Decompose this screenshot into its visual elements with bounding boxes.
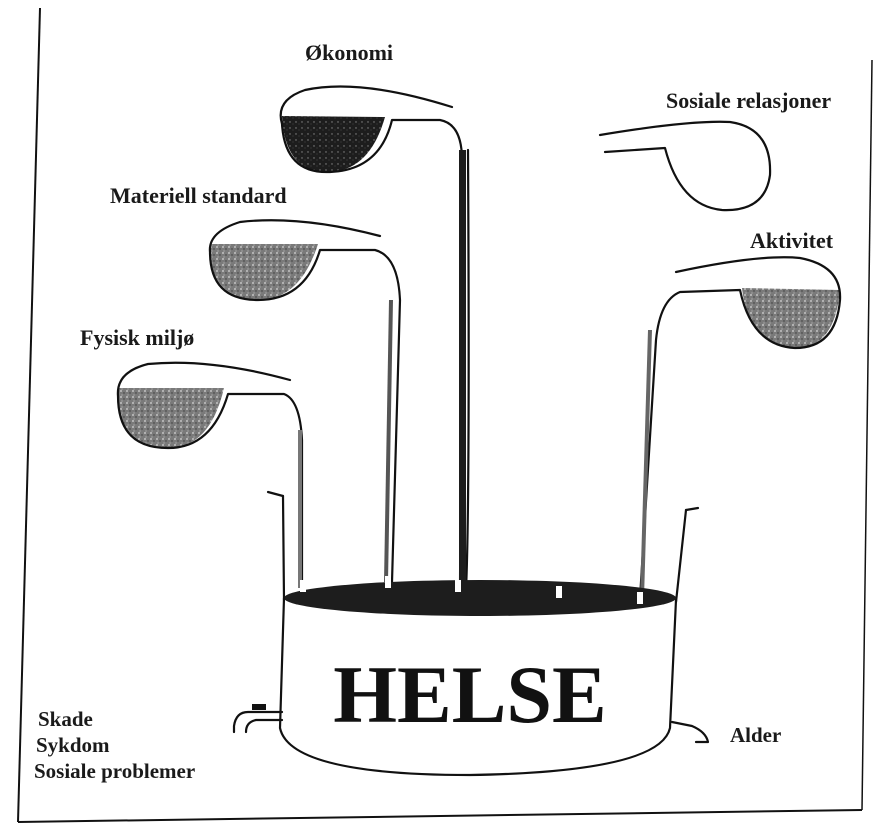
label-sosiale-relasjoner: Sosiale relasjoner xyxy=(666,88,831,113)
flask-aktivitet xyxy=(640,257,840,598)
drain-label-alder: Alder xyxy=(730,723,781,747)
flask-fysisk-miljo xyxy=(118,363,302,590)
flask-okonomi xyxy=(281,86,469,590)
helse-title: HELSE xyxy=(333,649,606,740)
label-aktivitet: Aktivitet xyxy=(750,228,834,253)
flask-materiell-standard xyxy=(210,220,400,582)
tap-right xyxy=(672,722,708,742)
drain-label-sykdom: Sykdom xyxy=(36,733,110,757)
drain-label-skade: Skade xyxy=(38,707,93,731)
label-fysisk-miljo: Fysisk miljø xyxy=(80,325,194,350)
flask-sosiale-relasjoner xyxy=(600,122,770,210)
label-okonomi: Økonomi xyxy=(305,40,393,65)
label-materiell-standard: Materiell standard xyxy=(110,183,287,208)
drain-label-sosiale-problemer: Sosiale problemer xyxy=(34,759,195,783)
tap-left xyxy=(234,704,282,732)
